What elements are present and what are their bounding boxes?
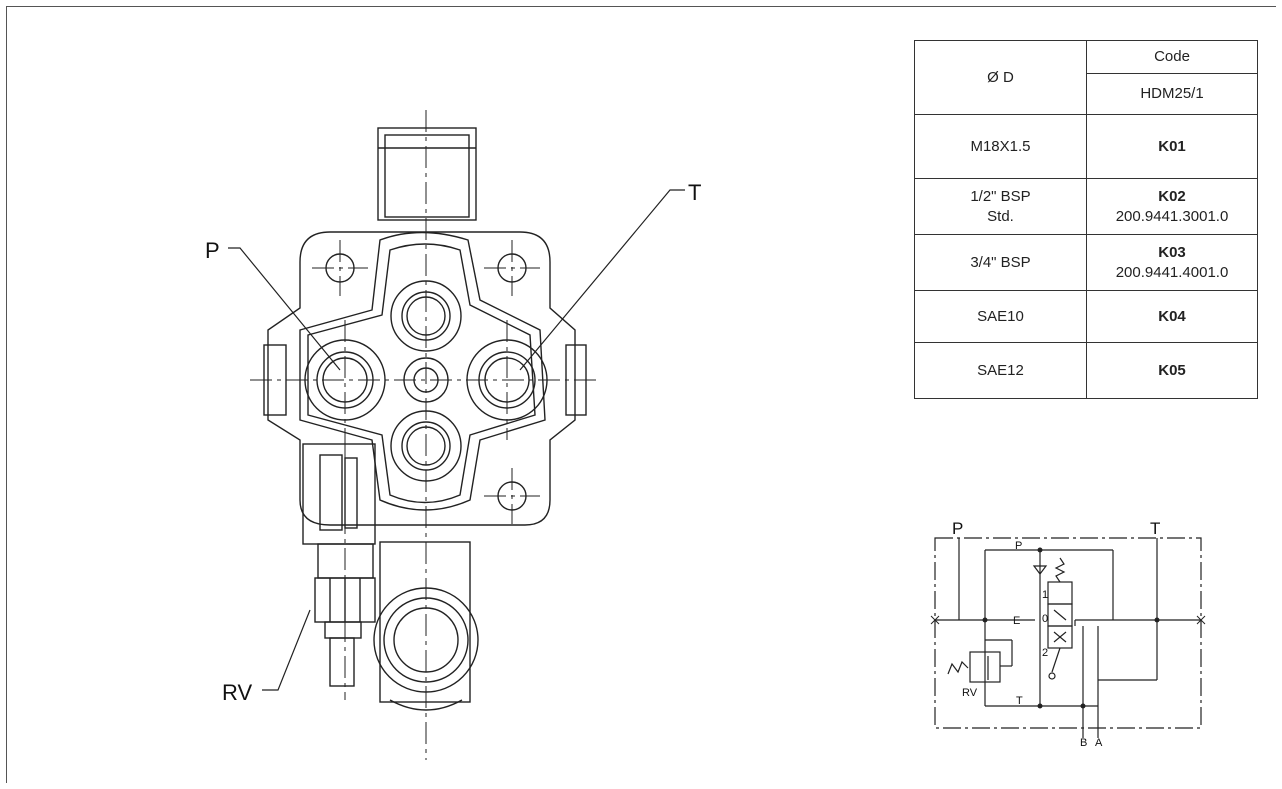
top-spool-housing	[377, 127, 477, 221]
row-code: K01	[1086, 114, 1258, 179]
label-rv: RV	[222, 680, 252, 705]
schematic-rv: RV	[962, 687, 978, 699]
leader-p	[228, 247, 341, 371]
schematic-inner-t: T	[1016, 695, 1023, 707]
row-code: K03 200.9441.4001.0	[1086, 234, 1258, 291]
leader-t	[519, 189, 685, 371]
bottom-spool-housing	[379, 541, 471, 703]
leader-rv	[262, 609, 311, 691]
schematic-position-2: 2	[1042, 647, 1048, 659]
table-row: 3/4" BSP K03 200.9441.4001.0	[914, 234, 1258, 291]
row-size: 1/2" BSP Std.	[914, 178, 1087, 235]
row-code: K02 200.9441.3001.0	[1086, 178, 1258, 235]
table-header-code: Code	[1086, 40, 1258, 74]
rv-symbol	[969, 651, 1001, 683]
row-code: K04	[1086, 290, 1258, 343]
row-code: K05	[1086, 342, 1258, 399]
port-code-table: Ø D Code HDM25/1 M18X1.5 K01 1/2" BSP St…	[914, 40, 1258, 399]
table-row: SAE12 K05	[914, 342, 1258, 399]
schematic-enclosure	[934, 537, 1202, 729]
schematic-position-0: 0	[1042, 613, 1048, 625]
label-t: T	[688, 180, 701, 205]
table-header-diameter: Ø D	[914, 40, 1087, 115]
schematic-position-1: 1	[1042, 589, 1048, 601]
table-row: M18X1.5 K01	[914, 114, 1258, 179]
schematic-port-a: A	[1095, 737, 1103, 749]
schematic-inner-e: E	[1013, 615, 1020, 627]
schematic-port-t: T	[1150, 519, 1160, 538]
valve-body-outline	[267, 231, 576, 526]
row-size: M18X1.5	[914, 114, 1087, 179]
row-size: 3/4" BSP	[914, 234, 1087, 291]
table-row: SAE10 K04	[914, 290, 1258, 343]
schematic-port-b: B	[1080, 737, 1087, 749]
schematic-port-p: P	[952, 519, 963, 538]
row-size: SAE10	[914, 290, 1087, 343]
label-p: P	[205, 238, 220, 263]
drawing-frame	[6, 6, 1276, 783]
table-row: 1/2" BSP Std. K02 200.9441.3001.0	[914, 178, 1258, 235]
schematic-inner-p: P	[1015, 540, 1022, 552]
